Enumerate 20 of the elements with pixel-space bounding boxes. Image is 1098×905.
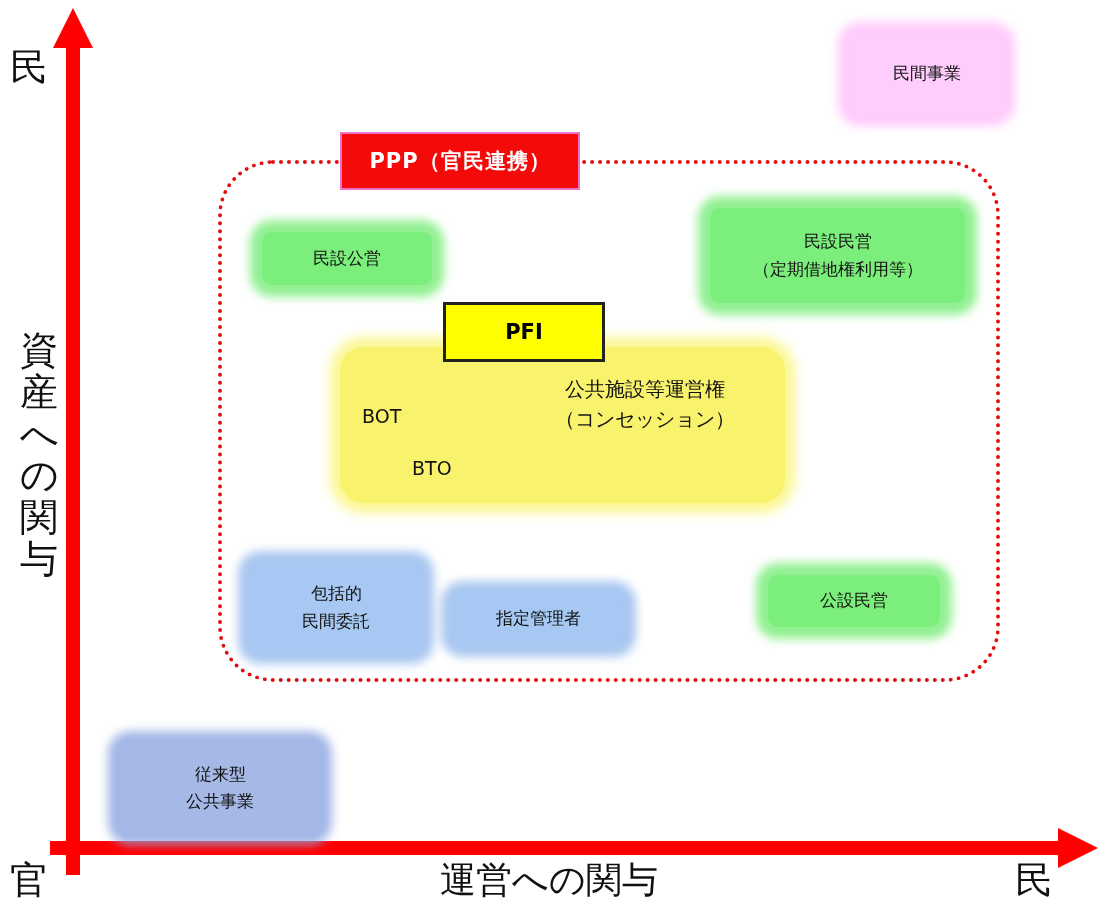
scheme-label: 民間事業 [892,62,961,86]
axis-title: 資産への関与 [20,330,58,581]
axis-end-label: 官 [10,858,48,904]
ppp-heading: PPP（官民連携） [340,132,580,190]
scheme-label: 従来型公共事業 [186,762,254,813]
axis-end-label: 民 [10,45,48,91]
scheme-box [262,232,432,285]
scheme-label: BTO [412,456,452,481]
axis-end-label: 民 [1015,858,1053,904]
scheme-label: 公設民営 [820,589,888,613]
scheme-label: 民設公営 [313,246,381,270]
axis-title: 運営への関与 [440,858,658,902]
scheme-label: 民設民営（定期借地権利用等） [752,230,923,281]
scheme-label: BOT [362,404,402,429]
scheme-box [768,575,940,627]
pfi-heading: PFI [443,302,605,362]
scheme-label: 公共施設等運営権（コンセッション） [554,376,736,433]
scheme-label: 指定管理者 [496,607,581,631]
scheme-box [710,208,965,303]
scheme-label: 包括的民間委託 [302,582,370,633]
